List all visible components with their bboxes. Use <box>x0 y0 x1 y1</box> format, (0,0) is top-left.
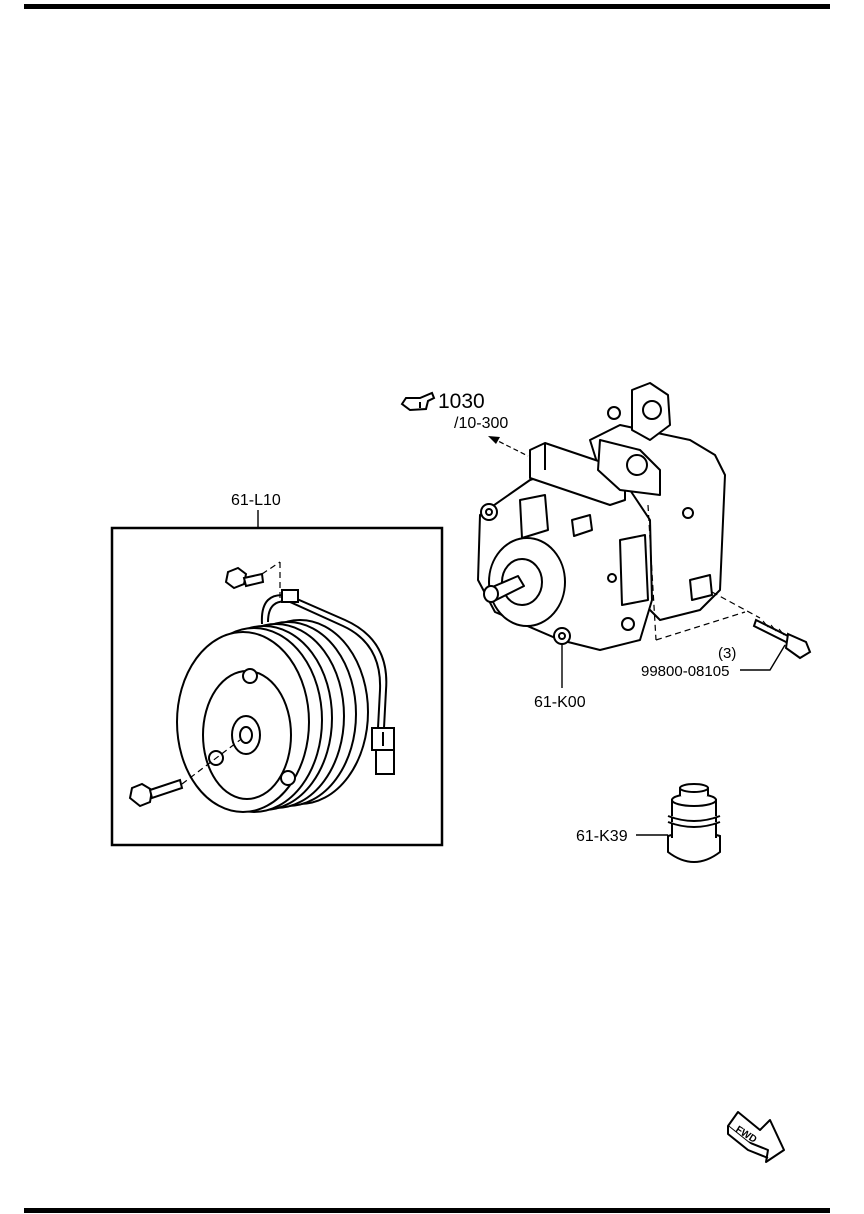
bolt-leader <box>740 644 786 671</box>
bolt-drawing <box>752 618 812 660</box>
clutch-small-bolt <box>224 566 265 590</box>
clutch-center-bolt <box>128 778 184 808</box>
oil-container-drawing <box>667 783 721 863</box>
bolt-part-label: 99800-08105 <box>641 663 729 680</box>
clutch-guide-lines <box>181 561 281 785</box>
clutch-assembly-label: 61-L10 <box>231 492 281 509</box>
top-rule <box>24 4 830 9</box>
pointing-hand-icon <box>400 391 436 412</box>
compressor-label: 61-K00 <box>534 694 586 711</box>
oil-label: 61-K39 <box>576 828 628 845</box>
ref-main-label: 1030 <box>438 390 485 413</box>
bolt-guide <box>647 504 761 641</box>
clutch-pulley-drawing <box>176 619 369 813</box>
clutch-assembly-box <box>110 526 444 847</box>
clutch-wire-drawing <box>260 589 388 729</box>
bottom-rule <box>24 1208 830 1213</box>
ref-leader <box>488 436 529 457</box>
bolt-qty-label: (3) <box>718 645 736 662</box>
compressor-drawing <box>477 382 726 651</box>
ref-sub-label: /10-300 <box>454 415 508 432</box>
fwd-arrow-icon <box>727 1111 785 1163</box>
clutch-connector-drawing <box>371 727 395 775</box>
